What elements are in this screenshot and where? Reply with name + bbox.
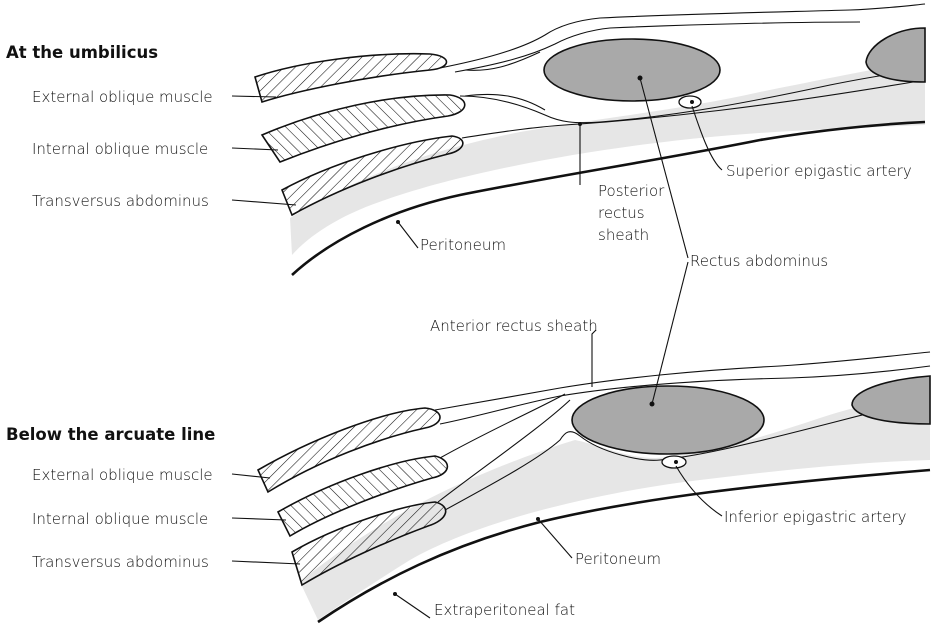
bottom-panel: Below the arcuate line External oblique … (6, 262, 930, 622)
top-rectus-contralateral (866, 28, 925, 82)
bottom-heading: Below the arcuate line (6, 425, 215, 444)
bottom-label-external-oblique: External oblique muscle (32, 466, 213, 484)
label-rectus-abdominus: Rectus abdominus (690, 252, 828, 270)
top-label-superior-epigastic: Superior epigastic artery (726, 162, 912, 180)
bottom-label-inferior-epigastric: Inferior epigastric artery (724, 508, 907, 526)
top-label-internal-oblique: Internal oblique muscle (32, 140, 208, 158)
bottom-label-internal-oblique: Internal oblique muscle (32, 510, 208, 528)
top-panel: At the umbilicus External oblique muscle… (6, 4, 925, 275)
top-label-posterior-sheath-3: sheath (598, 226, 649, 244)
top-label-posterior-sheath-1: Posterior (598, 182, 665, 200)
bottom-label-transversus: Transversus abdominus (32, 553, 209, 571)
bottom-rectus-abdominus (572, 386, 764, 454)
top-rectus-abdominus (544, 39, 720, 101)
top-label-posterior-sheath-2: rectus (598, 204, 645, 222)
bottom-label-peritoneum: Peritoneum (575, 550, 661, 568)
top-label-external-oblique: External oblique muscle (32, 88, 213, 106)
top-external-oblique (255, 54, 447, 102)
label-anterior-rectus-sheath: Anterior rectus sheath (430, 317, 598, 335)
top-label-peritoneum: Peritoneum (420, 236, 506, 254)
top-label-transversus: Transversus abdominus (32, 192, 209, 210)
bottom-label-extraperitoneal-fat: Extraperitoneal fat (434, 601, 575, 619)
top-heading: At the umbilicus (6, 43, 158, 62)
